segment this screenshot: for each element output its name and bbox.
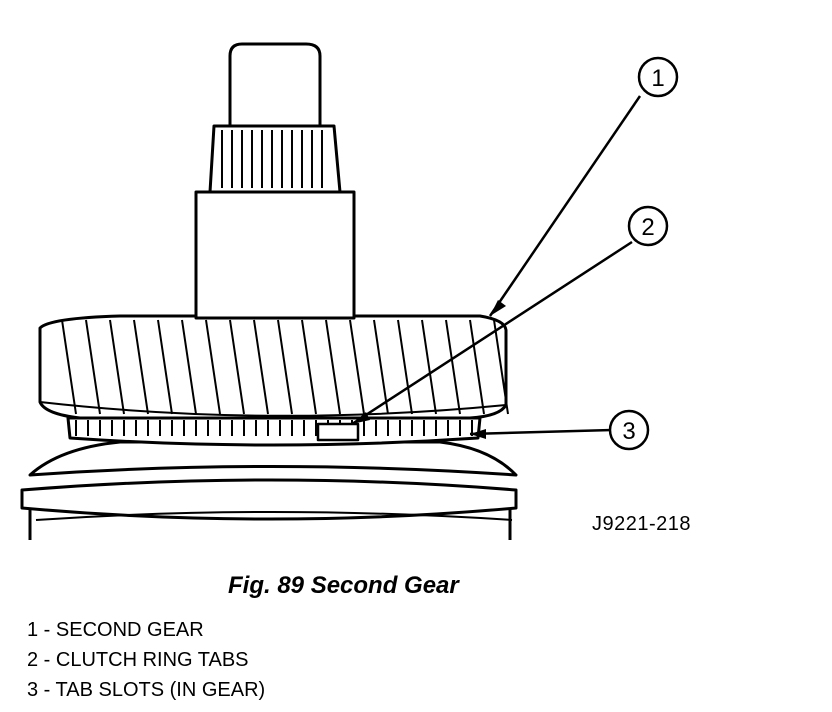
line-work [277,319,293,415]
svg-text:3: 3 [622,418,635,445]
line-work [181,319,197,415]
legend-item-second-gear: 1 - SECOND GEAR [27,619,204,641]
line-work [253,319,269,415]
callout-1: 1 [637,56,679,98]
output-shaft [194,42,356,320]
svg-text:2: 2 [641,214,654,241]
line-work [109,319,125,415]
synchronizer-hub [20,440,518,540]
line-work [373,319,389,415]
line-work [157,319,173,415]
line-work [349,319,365,415]
leader-lines [351,95,642,436]
legend-item-clutch-ring-tabs: 2 - CLUTCH RING TABS [27,649,249,671]
gear-diagram: 1 2 3 J9221-218 [20,42,691,540]
callout-2: 2 [627,205,669,247]
figure-code: J9221-218 [592,513,691,535]
line-work [445,319,461,415]
line-work [133,319,149,415]
line-work [397,319,413,415]
line-work [325,319,341,415]
second-gear [38,314,509,420]
svg-text:1: 1 [651,65,664,92]
line-work [493,319,509,415]
line-work [229,319,245,415]
tab-slot [316,422,360,442]
legend-item-tab-slots: 3 - TAB SLOTS (IN GEAR) [27,679,266,701]
line-work [205,319,221,415]
line-work [85,319,101,415]
line-work [421,319,437,415]
figure-caption: Fig. 89 Second Gear [228,572,459,599]
line-work [301,319,317,415]
clutch-ring [66,416,482,447]
callout-3: 3 [608,409,650,451]
line-work [61,319,77,415]
line-work [469,319,485,415]
legend-list: 1 - SECOND GEAR 2 - CLUTCH RING TABS 3 -… [27,618,265,708]
